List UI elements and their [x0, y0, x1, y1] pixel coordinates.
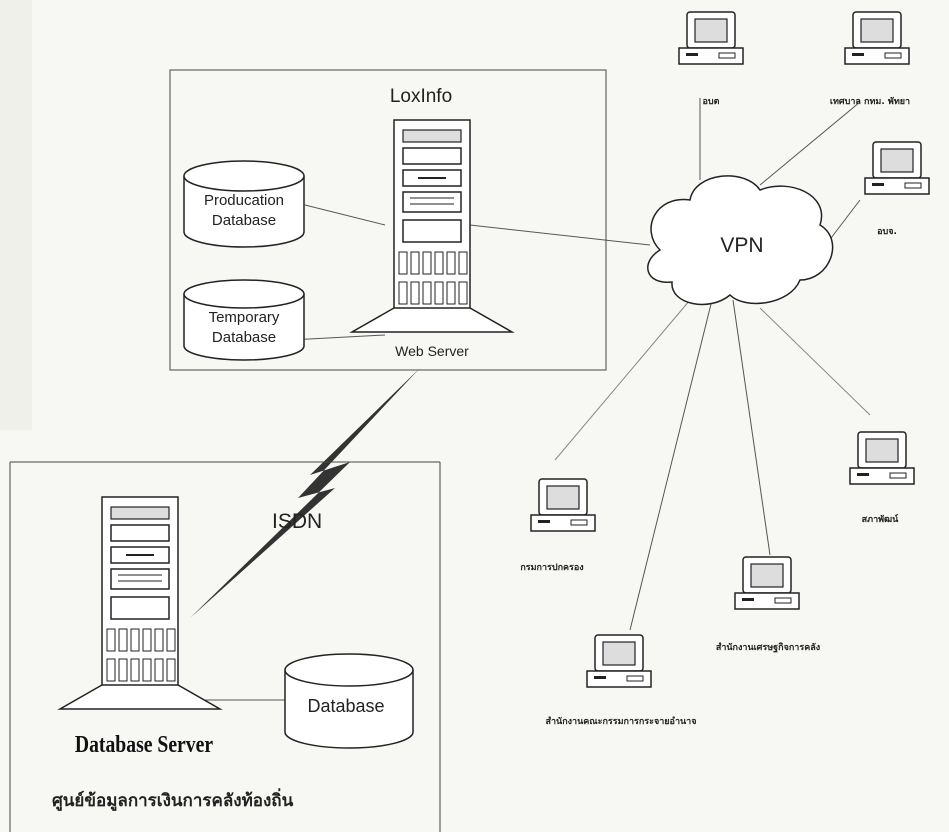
isdn-label: ISDN: [272, 510, 322, 533]
web-server-label: Web Server: [395, 343, 469, 359]
computer-icon-municipality: [844, 11, 910, 65]
temporary-db-label-line2: Database: [212, 329, 276, 346]
database-server-icon: [59, 496, 221, 710]
computer-icon-dopa: [530, 478, 596, 532]
main-database: Database: [284, 653, 414, 749]
computer-icon-decentralization-office: [586, 634, 652, 688]
computer-icon-council: [849, 431, 915, 485]
vpn-cloud-icon: [647, 175, 834, 306]
loxinfo-title: LoxInfo: [390, 86, 452, 107]
data-center-title: ศูนย์ข้อมูลการเงินการคลังท้องถิ่น: [52, 788, 294, 812]
loxinfo-box: [169, 69, 607, 371]
production-database: Producation Database: [183, 160, 305, 248]
data-center-box: [9, 461, 441, 832]
production-db-label-line2: Database: [212, 212, 276, 229]
client-label-obj: อบจ.: [877, 227, 897, 237]
computer-icon-fiscal-office: [734, 556, 800, 610]
temporary-database: Temporary Database: [183, 279, 305, 361]
computer-icon-obj: [864, 141, 930, 195]
isdn-link-icon: [190, 368, 420, 618]
web-server-icon: [351, 119, 513, 333]
computer-icon-obt: [678, 11, 744, 65]
client-label-council: สภาพัฒน์: [862, 513, 900, 525]
page-edge-shadow: [0, 0, 32, 430]
client-label-municipality: เทศบาล กทม. พัทยา: [830, 96, 910, 107]
vpn-label: VPN: [720, 234, 763, 257]
client-label-obt: อบต: [703, 97, 720, 107]
client-label-decentralization-office: สำนักงานคณะกรรมการกระจายอำนาจ: [546, 716, 697, 727]
production-db-label-line1: Producation: [204, 192, 284, 209]
database-label: Database: [307, 696, 384, 716]
database-server-label: Database Server: [75, 730, 213, 757]
client-label-fiscal-office: สำนักงานเศรษฐกิจการคลัง: [716, 642, 820, 653]
client-label-dopa: กรมการปกครอง: [520, 562, 583, 573]
temporary-db-label-line1: Temporary: [209, 309, 280, 326]
